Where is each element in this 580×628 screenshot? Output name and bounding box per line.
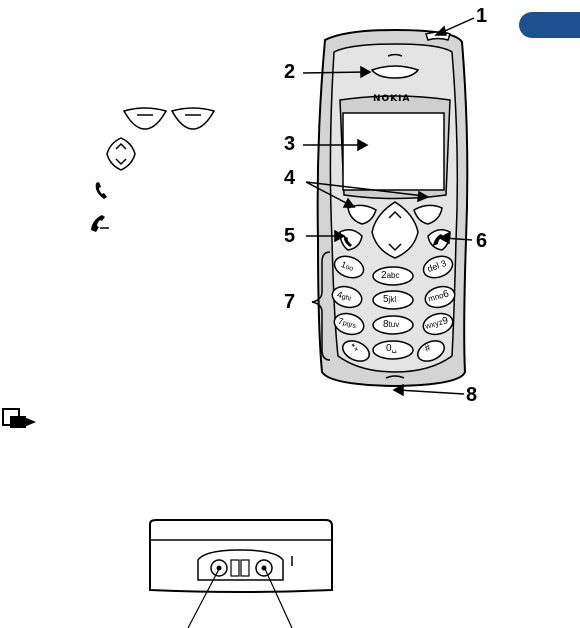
callout-3: 3 (284, 134, 295, 154)
key-8: 8tuv (383, 319, 399, 330)
callout-5: 5 (284, 226, 295, 246)
callout-7: 7 (284, 292, 295, 312)
key-2: 2abc (381, 270, 399, 281)
callout-4: 4 (284, 168, 295, 188)
key-0: 0␣ (386, 343, 397, 354)
callout-1: 1 (476, 6, 487, 26)
callout-2: 2 (284, 62, 295, 82)
brand-logo: NOKIA (373, 94, 410, 104)
callout-8: 8 (466, 385, 477, 405)
callout-6: 6 (476, 231, 487, 251)
key-5: 5jkl (383, 294, 396, 305)
